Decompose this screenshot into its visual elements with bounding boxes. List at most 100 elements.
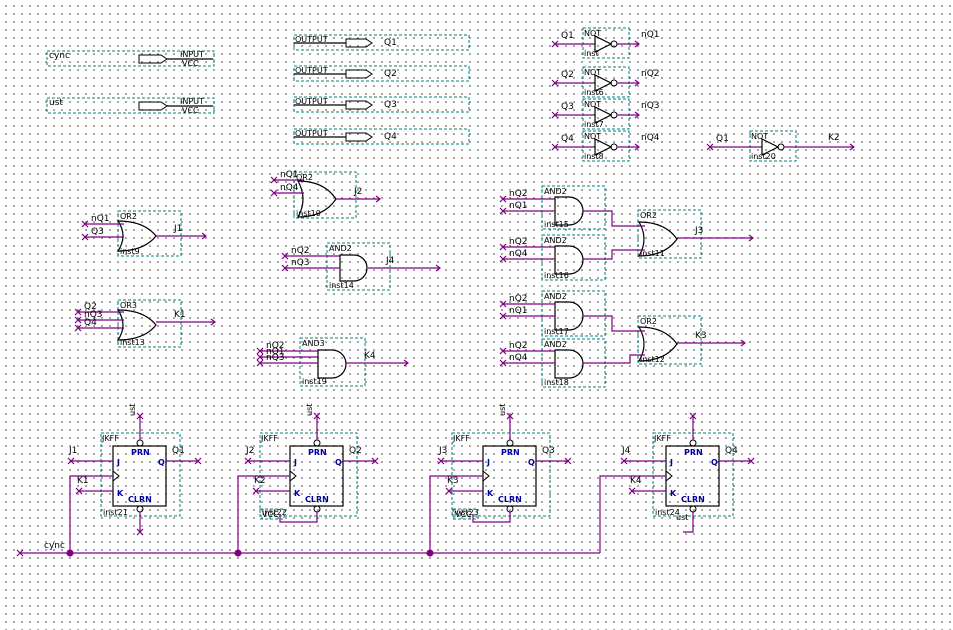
output-net-label: J4 xyxy=(385,256,395,266)
clock-triangle xyxy=(665,470,673,482)
gate-type: AND2 xyxy=(544,187,567,196)
pin-prn: PRN xyxy=(501,448,520,457)
input-net-label: nQ3 xyxy=(291,258,310,268)
output-net-label: nQ1 xyxy=(641,30,660,40)
pin-j: J xyxy=(293,458,297,467)
input-net-label: Q1 xyxy=(561,31,574,41)
unconnected-marker xyxy=(506,412,514,420)
pin-source: VCC xyxy=(182,59,199,68)
symbol-bounding-box xyxy=(582,98,630,130)
gate-instance: inst11 xyxy=(640,249,665,258)
gate-instance: inst16 xyxy=(544,271,569,280)
pin-kind: INPUT xyxy=(180,97,204,106)
vcc-label: VCC xyxy=(262,510,279,519)
not-triangle xyxy=(594,74,613,92)
pin-j: J xyxy=(486,458,490,467)
unconnected-marker xyxy=(136,412,144,420)
input-net-label: nQ1 xyxy=(280,170,299,180)
k-net-label: K3 xyxy=(447,476,459,486)
j-net-label: J4 xyxy=(621,446,631,456)
arrow-head xyxy=(634,79,640,87)
arrow-head xyxy=(634,111,640,119)
symbol-bounding-box xyxy=(582,27,630,59)
output-net-label: K1 xyxy=(174,310,186,320)
arrow-head xyxy=(634,143,640,151)
flipflop-instance: inst24 xyxy=(655,508,680,517)
unconnected-marker xyxy=(628,487,636,495)
or-gate-shape xyxy=(296,180,337,218)
gate-type: NOT xyxy=(584,29,601,38)
and-gate-shape xyxy=(339,254,368,282)
gate-type: AND2 xyxy=(544,292,567,301)
pin-k: K xyxy=(294,489,301,498)
unconnected-marker xyxy=(281,252,289,260)
clock-branch xyxy=(69,475,113,553)
input-net-label: nQ1 xyxy=(91,214,110,224)
output-net-label: K3 xyxy=(695,331,707,341)
wire xyxy=(583,354,645,364)
unconnected-marker xyxy=(16,549,24,557)
unconnected-marker xyxy=(499,207,507,215)
flipflop-instance: inst22 xyxy=(262,508,287,517)
not-triangle xyxy=(761,138,780,156)
unconnected-marker xyxy=(620,457,628,465)
clrn-net-label: ust xyxy=(676,513,688,522)
gate-instance: inst18 xyxy=(544,378,569,387)
vcc-label: VCC xyxy=(455,510,472,519)
and-gate-shape xyxy=(554,349,584,379)
pin-clrn: CLRN xyxy=(681,495,705,504)
wire xyxy=(583,315,645,332)
gate-instance: inst19 xyxy=(302,377,327,386)
unconnected-marker xyxy=(706,143,714,151)
gate-instance: inst9 xyxy=(120,247,140,256)
junction-dot xyxy=(234,549,242,557)
pin-arrow xyxy=(345,132,373,142)
unconnected-marker xyxy=(313,412,321,420)
gate-interconnect xyxy=(583,210,645,364)
flipflop-type: JKFF xyxy=(260,434,278,443)
input-net-label: nQ1 xyxy=(266,347,285,357)
junction-dot xyxy=(66,549,74,557)
gate-type: OR2 xyxy=(296,173,313,182)
gate-instance: inst xyxy=(584,49,599,58)
symbol-bounding-box xyxy=(541,290,606,337)
gate-type: OR3 xyxy=(120,301,137,310)
pin-q: Q xyxy=(711,458,718,467)
not-gate[interactable]: NOT inst Q1 nQ1 xyxy=(551,27,660,59)
unconnected-marker xyxy=(499,359,507,367)
flipflop-type: JKFF xyxy=(653,434,671,443)
j-net-label: J1 xyxy=(68,446,77,456)
pin-box xyxy=(46,50,215,67)
symbol-bounding-box xyxy=(541,234,606,281)
pin-clrn: CLRN xyxy=(128,495,152,504)
input-net-label: Q2 xyxy=(561,70,574,80)
input-net-label: nQ2 xyxy=(509,341,528,351)
input-net-label: Q3 xyxy=(561,102,574,112)
